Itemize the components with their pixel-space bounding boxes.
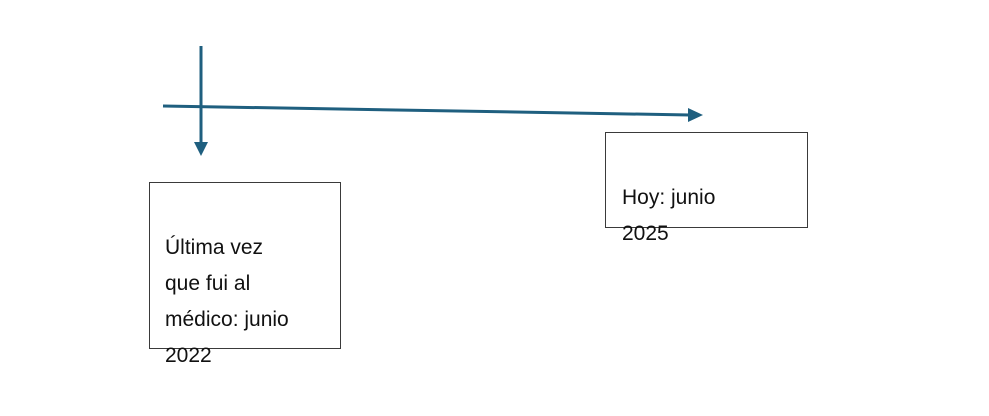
past-marker-arrowhead-down (194, 142, 208, 156)
past-visit-label: Última vez que fui al médico: junio 2022 (165, 236, 289, 367)
past-visit-label-box: Última vez que fui al médico: junio 2022 (149, 182, 341, 367)
timeline-arrowhead-right (688, 108, 703, 122)
today-label: Hoy: junio 2025 (622, 186, 716, 245)
timeline-line (162, 104, 691, 117)
today-label-box: Hoy: junio 2025 (605, 132, 808, 245)
